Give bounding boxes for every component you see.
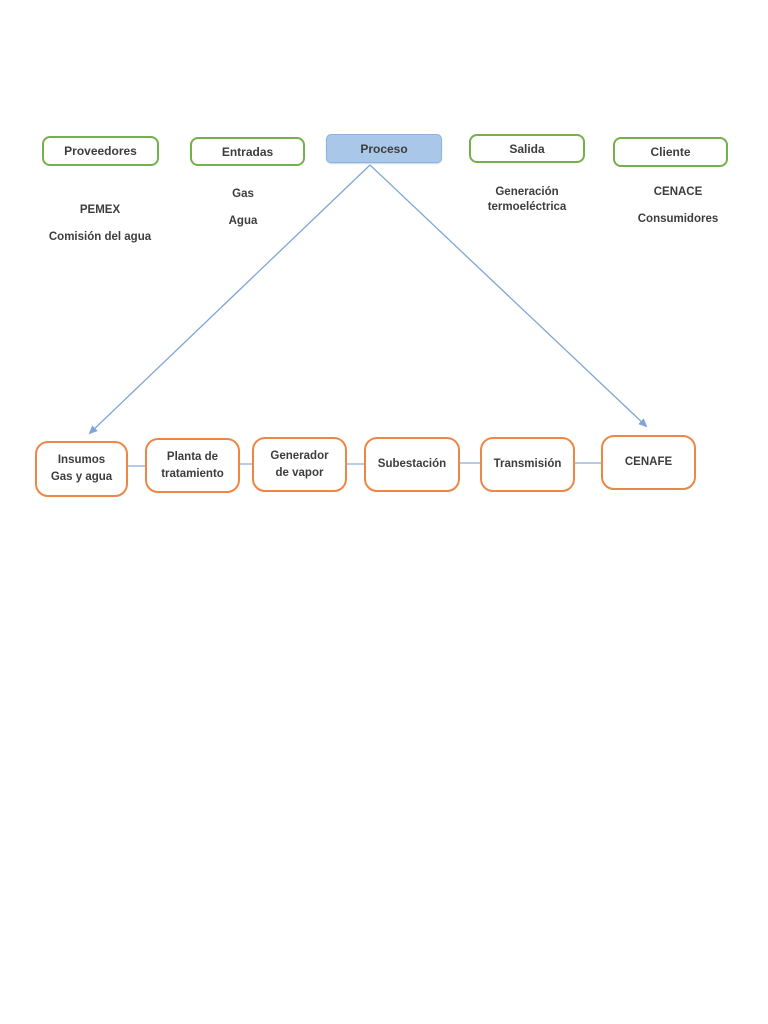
flow-box-transmision: Transmisión — [480, 437, 575, 492]
salida-items: Generación termoeléctrica — [464, 185, 590, 215]
proveedores-item: Comisión del agua — [48, 230, 152, 243]
header-box-proveedores: Proveedores — [42, 136, 159, 166]
header-label-cliente: Cliente — [650, 145, 691, 159]
cliente-item: Consumidores — [637, 212, 719, 225]
flow-box-cenafe: CENAFE — [601, 435, 696, 490]
header-box-salida: Salida — [469, 134, 585, 163]
flow-label-cenafe: CENAFE — [624, 456, 673, 469]
header-box-entradas: Entradas — [190, 137, 305, 166]
flow-label-transmision: Transmisión — [493, 458, 562, 471]
salida-item: Generación termoeléctrica — [487, 186, 567, 213]
arrow-proceso-to-insumos — [88, 164, 371, 435]
flow-box-subestacion: Subestación — [364, 437, 460, 492]
flow-label-generador-de-vapor: Generador de vapor — [270, 449, 329, 479]
flow-label-subestacion: Subestación — [377, 458, 447, 471]
flow-label-planta-de-tratamiento: Planta de tratamiento — [161, 450, 224, 480]
flow-box-planta-de-tratamiento: Planta de tratamiento — [145, 438, 240, 493]
header-label-proveedores: Proveedores — [64, 144, 137, 158]
header-label-salida: Salida — [509, 141, 545, 156]
header-label-entradas: Entradas — [221, 144, 274, 159]
proveedores-item: PEMEX — [79, 204, 121, 216]
cliente-items: CENACE Consumidores — [613, 185, 743, 227]
flow-box-insumos: Insumos Gas y agua — [35, 441, 128, 497]
arrow-proceso-to-cenafe — [369, 164, 648, 428]
header-box-proceso: Proceso — [326, 134, 442, 163]
entradas-item: Agua — [228, 214, 258, 227]
cliente-item: CENACE — [653, 186, 703, 198]
header-box-cliente: Cliente — [613, 137, 728, 167]
entradas-items: Gas Agua — [197, 187, 289, 229]
entradas-item: Gas — [232, 188, 254, 200]
flow-label-insumos: Insumos Gas y agua — [50, 454, 113, 483]
header-label-proceso: Proceso — [360, 141, 408, 156]
flow-box-generador-de-vapor: Generador de vapor — [252, 437, 347, 492]
proveedores-items: PEMEX Comisión del agua — [30, 203, 170, 245]
